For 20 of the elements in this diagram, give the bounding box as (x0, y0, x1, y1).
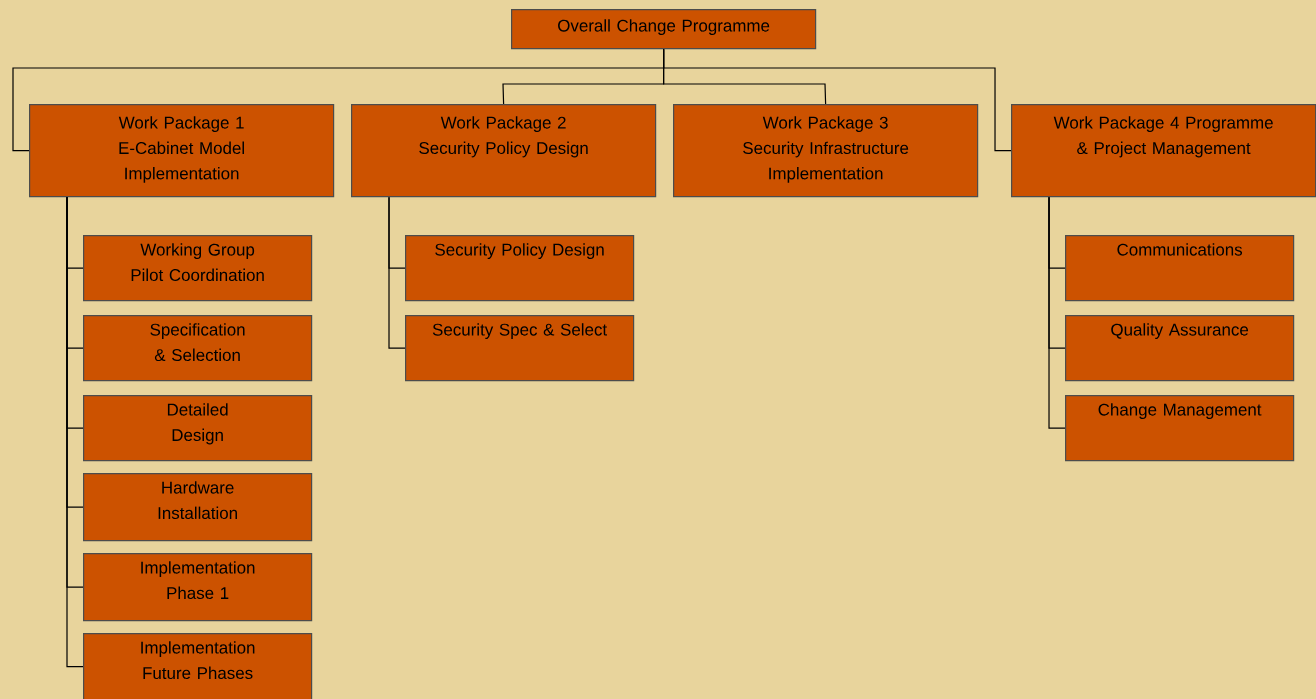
connector-line (663, 48, 1012, 152)
org-box: Detailed Design (83, 395, 313, 462)
org-box: Work Package 1 E-Cabinet Model Implementation (29, 104, 335, 198)
org-box: Hardware Installation (83, 473, 313, 542)
connector-line (1048, 196, 1066, 429)
connector-line (66, 196, 84, 668)
connector-line (388, 196, 406, 349)
org-box: Working Group Pilot Coordination (83, 235, 313, 302)
org-box: Security Policy Design (405, 235, 635, 302)
org-box: Communications (1065, 235, 1295, 302)
org-box: Implementation Phase 1 (83, 553, 313, 622)
org-box: Implementation Future Phases (83, 633, 313, 699)
org-box: Specification & Selection (83, 315, 313, 382)
org-box: Quality Assurance (1065, 315, 1295, 382)
org-box: Change Management (1065, 395, 1295, 462)
org-box: Work Package 2 Security Policy Design (351, 104, 657, 198)
org-box: Work Package 3 Security Infrastructure Implementation (673, 104, 979, 198)
org-box: Security Spec & Select (405, 315, 635, 382)
org-box: Overall Change Programme (511, 9, 817, 50)
org-box: Work Package 4 Programme & Project Management (1011, 104, 1316, 198)
